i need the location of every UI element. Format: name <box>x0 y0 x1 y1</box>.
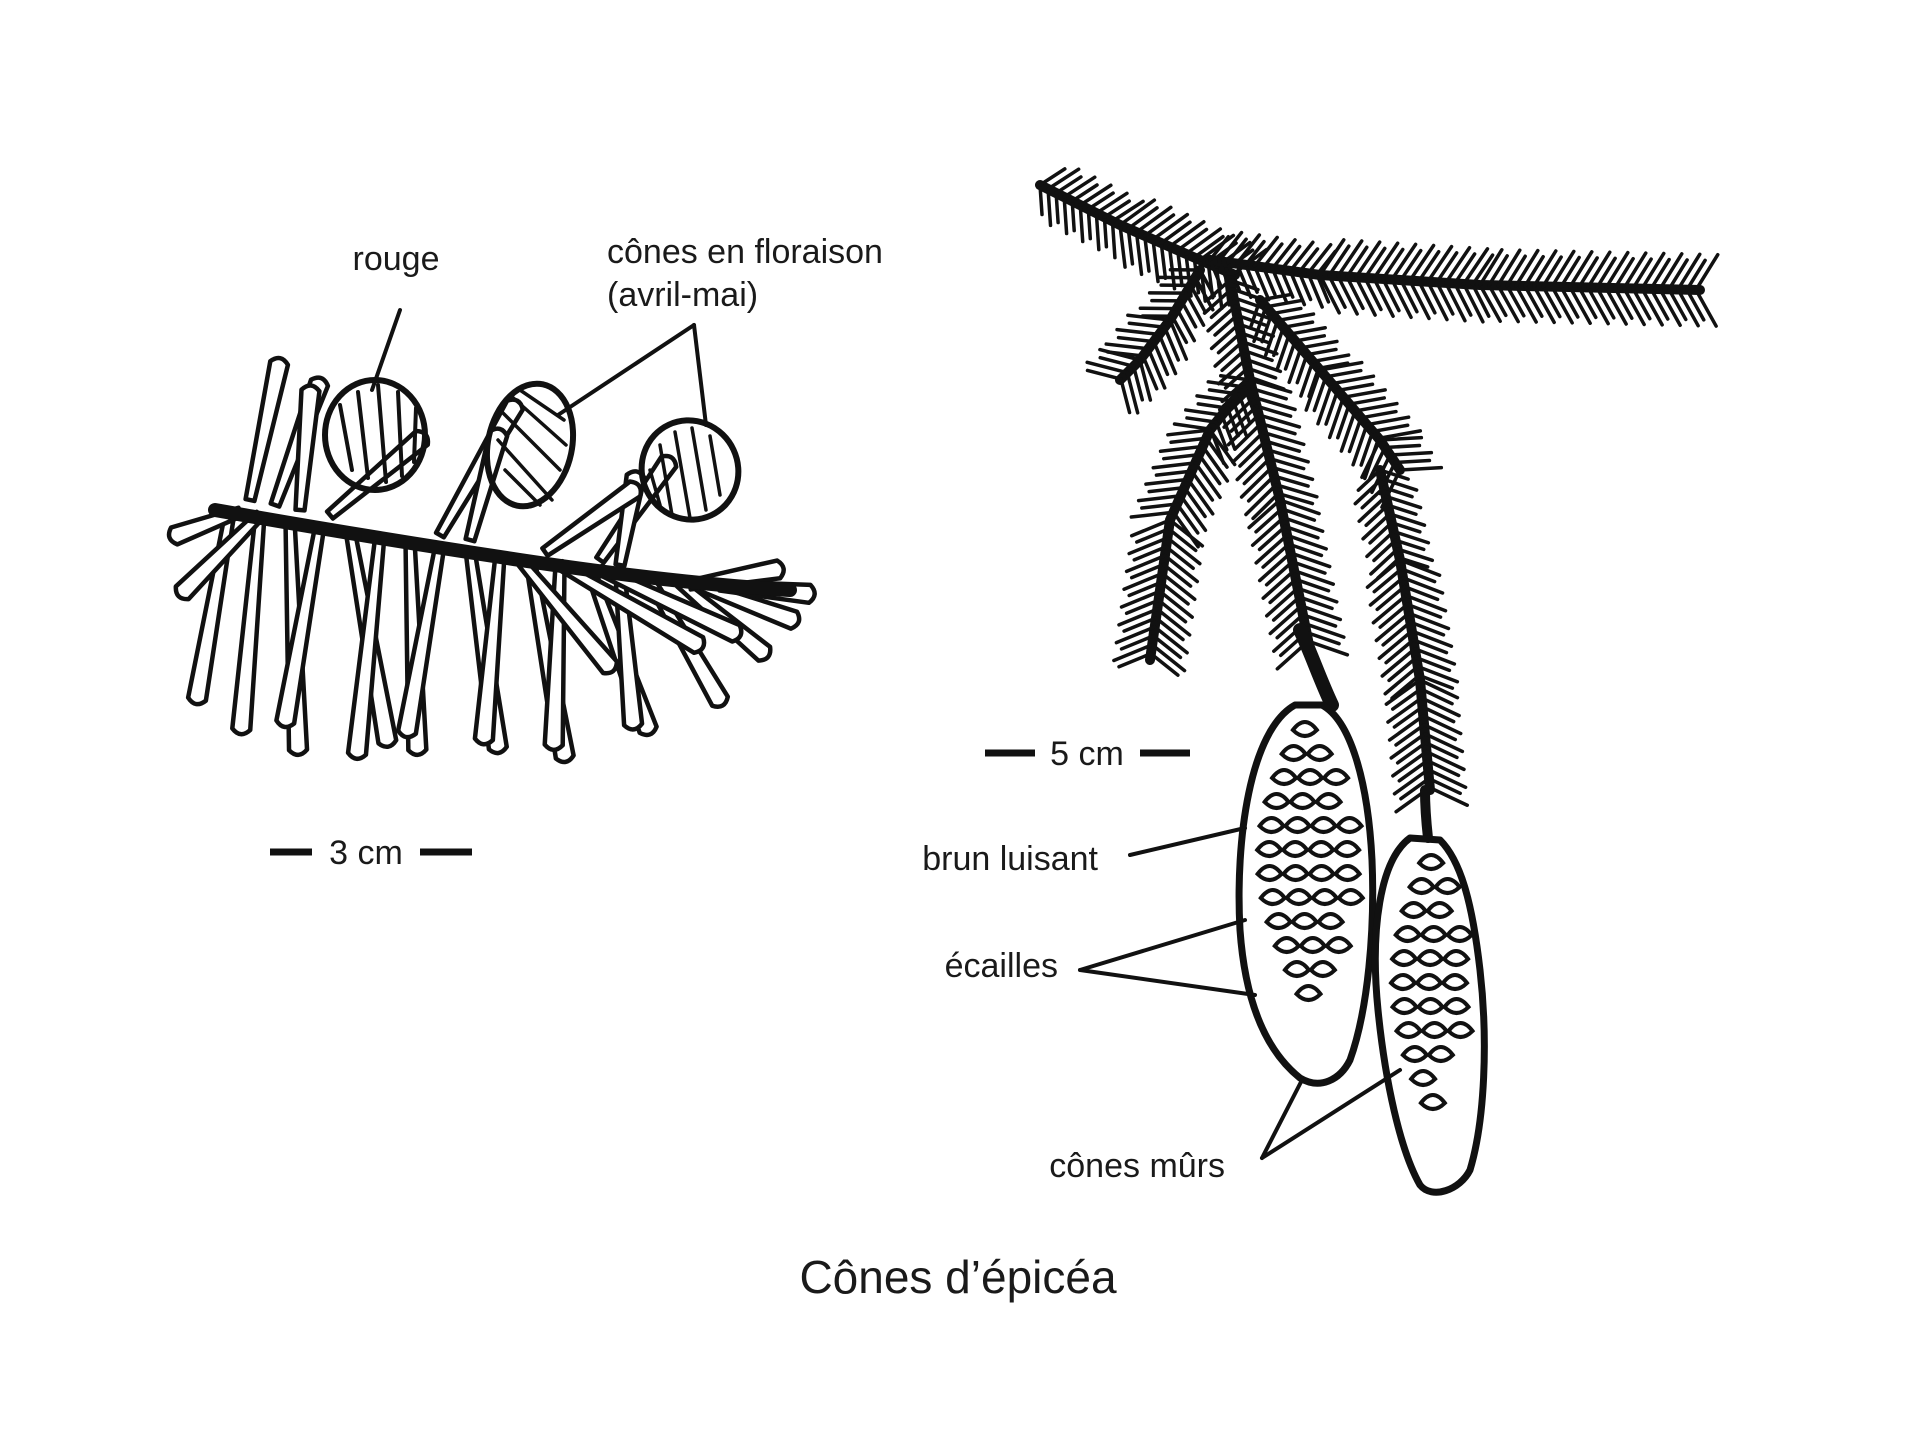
mature-branch-illustration <box>1035 167 1720 1196</box>
leader-flowering-b <box>692 323 708 427</box>
leader-cones-murs-a <box>1260 1078 1304 1160</box>
left-twig <box>208 503 797 597</box>
figure-title: Cônes d’épicéa <box>799 1251 1117 1303</box>
label-rouge: rouge <box>353 240 440 278</box>
cone-stalk-right <box>1420 785 1433 843</box>
scale-right-label: 5 cm <box>1050 735 1124 773</box>
scale-left-label: 3 cm <box>329 834 403 872</box>
label-ecailles: écailles <box>945 947 1058 985</box>
flowering-branch-illustration <box>166 355 817 765</box>
left-needles <box>166 355 817 765</box>
flowering-cone-middle <box>483 380 577 510</box>
flowering-cone-right <box>638 417 742 523</box>
right-branches <box>1035 167 1720 814</box>
leader-lines <box>370 308 1402 1160</box>
leader-flowering-a <box>556 323 696 417</box>
scale-bar-left: 3 cm <box>270 834 472 872</box>
leader-rouge <box>370 308 402 392</box>
label-flowering-line1: cônes en floraison <box>607 233 883 271</box>
scale-bar-right: 5 cm <box>985 735 1190 773</box>
leader-ecailles-b <box>1078 968 1257 997</box>
leader-cones-murs-b <box>1260 1068 1402 1160</box>
leader-brun-luisant <box>1128 826 1247 857</box>
leader-ecailles-a <box>1078 918 1247 972</box>
mature-cone-small <box>1371 834 1488 1196</box>
label-brun-luisant: brun luisant <box>922 840 1098 878</box>
mature-cone-large <box>1235 701 1377 1087</box>
label-flowering-line2: (avril-mai) <box>607 276 758 314</box>
cone-stalk-left <box>1293 623 1339 712</box>
label-cones-murs: cônes mûrs <box>1049 1147 1225 1185</box>
